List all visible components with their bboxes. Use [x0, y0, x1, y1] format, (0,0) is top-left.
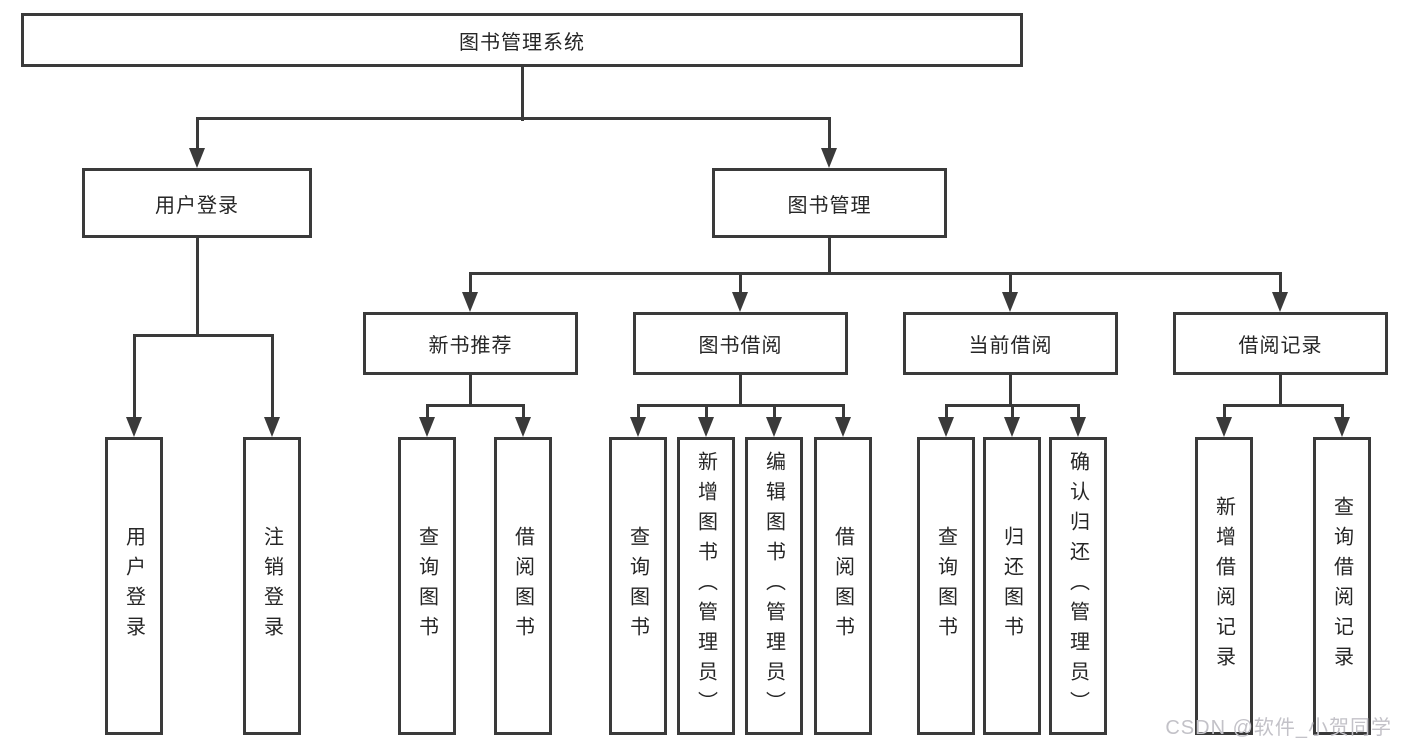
- arrowhead-icon: [1334, 417, 1350, 437]
- connector-line: [1008, 273, 1012, 294]
- arrowhead-icon: [698, 417, 714, 437]
- node-borrow-records: 借阅记录: [1173, 312, 1388, 375]
- leaf-edit-books-admin: 编辑图书（管理员）: [745, 437, 803, 735]
- connector-line: [468, 273, 472, 294]
- arrowhead-icon: [189, 148, 205, 168]
- arrowhead-icon: [462, 292, 478, 312]
- connector-line: [827, 118, 831, 150]
- connector-line: [195, 116, 831, 120]
- connector-line: [195, 118, 199, 150]
- connector-line: [520, 67, 524, 121]
- connector-line: [1222, 403, 1344, 407]
- connector-line: [1278, 273, 1282, 294]
- node-user-login: 用户登录: [82, 168, 312, 238]
- connector-line: [841, 405, 845, 419]
- leaf-user-login: 用户登录: [105, 437, 163, 735]
- connector-line: [636, 405, 640, 419]
- arrowhead-icon: [732, 292, 748, 312]
- connector-line: [944, 405, 948, 419]
- connector-line: [195, 238, 199, 337]
- leaf-borrow-books: 借阅图书: [814, 437, 872, 735]
- connector-line: [772, 405, 776, 419]
- node-book-borrow: 图书借阅: [633, 312, 848, 375]
- arrowhead-icon: [1070, 417, 1086, 437]
- arrowhead-icon: [419, 417, 435, 437]
- connector-line: [738, 273, 742, 294]
- connector-line: [1222, 405, 1226, 419]
- leaf-logout: 注销登录: [243, 437, 301, 735]
- node-current-borrow: 当前借阅: [903, 312, 1118, 375]
- node-root-library-system: 图书管理系统: [21, 13, 1023, 67]
- connector-line: [827, 238, 831, 275]
- connector-line: [1008, 375, 1012, 407]
- connector-line: [468, 375, 472, 407]
- leaf-query-books-borrow: 查询图书: [609, 437, 667, 735]
- arrowhead-icon: [766, 417, 782, 437]
- arrowhead-icon: [821, 148, 837, 168]
- arrowhead-icon: [835, 417, 851, 437]
- connector-line: [270, 335, 274, 418]
- arrowhead-icon: [515, 417, 531, 437]
- arrowhead-icon: [1216, 417, 1232, 437]
- leaf-query-books-current: 查询图书: [917, 437, 975, 735]
- node-new-book-recommend: 新书推荐: [363, 312, 578, 375]
- connector-line: [132, 335, 136, 418]
- connector-line: [738, 375, 742, 407]
- connector-line: [1278, 375, 1282, 407]
- leaf-confirm-return-admin: 确认归还（管理员）: [1049, 437, 1107, 735]
- connector-line: [1076, 405, 1080, 419]
- connector-line: [425, 403, 525, 407]
- arrowhead-icon: [264, 417, 280, 437]
- leaf-add-borrow-record: 新增借阅记录: [1195, 437, 1253, 735]
- connector-line: [1340, 405, 1344, 419]
- connector-line: [1010, 405, 1014, 419]
- leaf-add-books-admin: 新增图书（管理员）: [677, 437, 735, 735]
- arrowhead-icon: [1004, 417, 1020, 437]
- arrowhead-icon: [1272, 292, 1288, 312]
- connector-line: [521, 405, 525, 419]
- connector-line: [704, 405, 708, 419]
- leaf-return-books: 归还图书: [983, 437, 1041, 735]
- arrowhead-icon: [630, 417, 646, 437]
- leaf-query-books-recommend: 查询图书: [398, 437, 456, 735]
- watermark: CSDN @软件_小贺同学: [1165, 717, 1392, 739]
- leaf-borrow-books-recommend: 借阅图书: [494, 437, 552, 735]
- leaf-query-borrow-record: 查询借阅记录: [1313, 437, 1371, 735]
- connector-line: [468, 271, 1282, 275]
- arrowhead-icon: [1002, 292, 1018, 312]
- node-book-management: 图书管理: [712, 168, 947, 238]
- connector-line: [636, 403, 845, 407]
- connector-line: [132, 333, 274, 337]
- connector-line: [425, 405, 429, 419]
- arrowhead-icon: [126, 417, 142, 437]
- arrowhead-icon: [938, 417, 954, 437]
